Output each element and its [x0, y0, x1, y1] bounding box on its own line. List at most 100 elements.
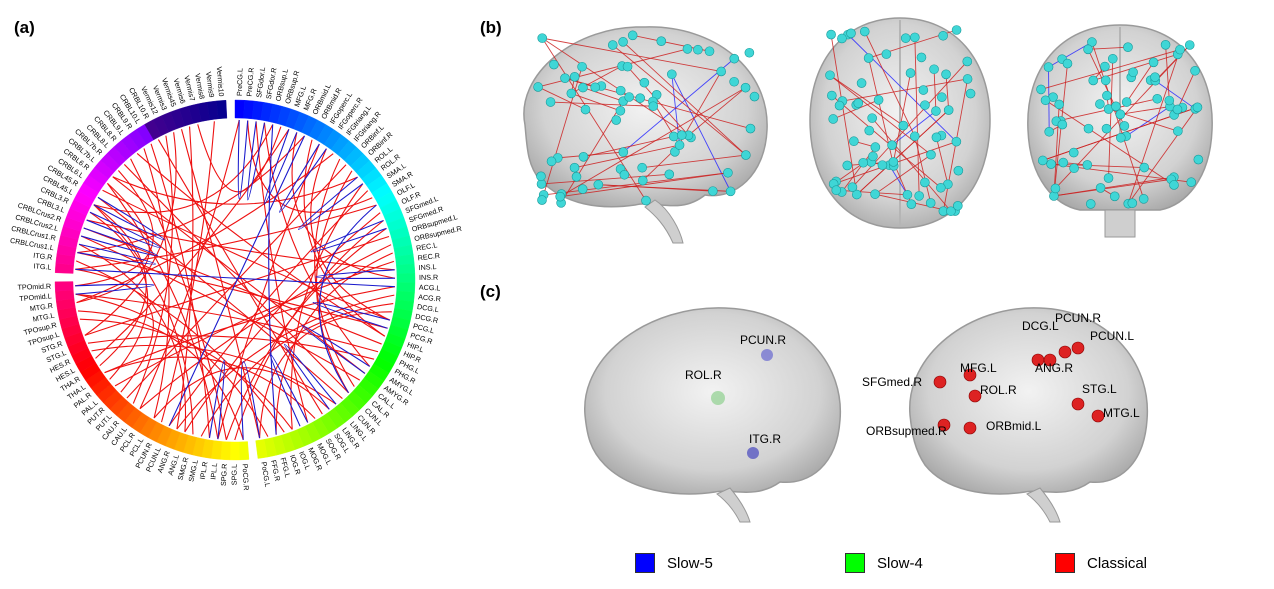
node-brainB1-39	[546, 156, 557, 167]
link-red-60	[130, 158, 227, 440]
node-brainB3-47	[1150, 72, 1160, 82]
link-red-8	[112, 176, 358, 205]
node-brainB1-23	[577, 61, 587, 72]
node-brainB2-21	[853, 98, 864, 108]
node-brainB1-33	[577, 184, 588, 194]
node-brainB2-5	[863, 53, 874, 63]
node-brainB3-12	[1083, 44, 1093, 55]
node-brainB1-19	[729, 76, 739, 87]
link-red-54	[314, 158, 355, 387]
node-brainB2-46	[888, 157, 899, 167]
node-brainB3-58	[1175, 44, 1185, 55]
region-label-59: SPG.R	[219, 463, 229, 486]
node-c-1	[1058, 345, 1072, 359]
node-brainB3-10	[1115, 109, 1126, 120]
link-blue-7	[312, 301, 391, 329]
node-brainB2-22	[914, 191, 924, 201]
edge-brainB3-10	[1120, 106, 1171, 115]
node-itg-r	[747, 447, 759, 459]
link-red-33	[114, 260, 395, 387]
link-red-18	[136, 152, 386, 337]
region-label-85: MTG.R	[29, 301, 53, 313]
node-brainB3-16	[1103, 173, 1114, 183]
link-red-37	[77, 310, 244, 440]
node-brainB3-63	[1082, 160, 1093, 170]
region-label-31: ACG.R	[418, 292, 442, 303]
link-red-40	[197, 124, 282, 193]
node-brainB2-33	[953, 165, 964, 176]
region-label-60: IPL.L	[208, 462, 219, 480]
edge-brainB1-28	[688, 87, 746, 136]
node-brainB1-17	[749, 91, 760, 102]
node-brainB1-58	[741, 150, 751, 160]
node-brainB3-69	[1190, 65, 1200, 76]
node-brainB3-60	[1186, 177, 1197, 188]
node-brainB1-2	[729, 53, 740, 64]
node-brainB1-56	[607, 40, 618, 50]
node-brainB2-15	[920, 177, 930, 188]
edge-brainB3-52	[1126, 62, 1154, 103]
link-red-47	[75, 293, 269, 437]
node-brainB2-31	[877, 160, 888, 170]
link-red-58	[97, 196, 343, 400]
node-brainB1-1	[545, 97, 556, 107]
node-c-6	[968, 389, 982, 403]
node-c-3	[963, 368, 977, 382]
node-brainB2-66	[951, 25, 962, 35]
node-brainB3-52	[1121, 97, 1132, 107]
node-brainB3-31	[1128, 67, 1138, 78]
legend-label-classical: Classical	[1087, 554, 1148, 572]
node-brainB1-31	[566, 88, 577, 99]
edge-brainB1-38	[550, 101, 654, 107]
link-blue-19	[318, 204, 377, 394]
link-red-65	[75, 170, 154, 287]
edge-brainB3-54	[1088, 46, 1129, 50]
node-brainB3-37	[1095, 183, 1106, 193]
node-brainB3-20	[1054, 99, 1064, 110]
node-brainB3-17	[1160, 39, 1171, 50]
link-red-27	[78, 243, 187, 432]
node-brainB2-49	[916, 52, 927, 63]
region-label-28: INS.L	[418, 262, 437, 272]
ring-segment-29	[396, 273, 416, 283]
region-label-0: PreCG.L	[235, 68, 245, 96]
link-blue-3	[278, 143, 327, 213]
node-brainB1-65	[560, 73, 570, 83]
node-brainB1-12	[622, 61, 633, 72]
label-c-6: ROL.R	[980, 383, 1017, 397]
legend-swatch-classical	[1055, 553, 1075, 573]
node-brainB1-69	[635, 93, 645, 103]
node-brainB1-30	[590, 82, 601, 93]
panel-label-a: (a)	[14, 18, 35, 37]
edge-brainB2-48	[864, 31, 916, 137]
node-brainB3-8	[1044, 126, 1054, 137]
edge-brainB1-62	[582, 87, 624, 102]
node-brainB3-56	[1102, 90, 1112, 101]
node-c-8	[1091, 409, 1105, 423]
node-brainB1-49	[627, 30, 638, 41]
edge-brainB1-46	[541, 66, 583, 201]
link-red-45	[112, 176, 366, 374]
link-red-43	[139, 244, 392, 410]
link-red-30	[303, 139, 386, 337]
legend-slow4: Slow-4	[845, 553, 923, 573]
node-brainB3-55	[1069, 163, 1079, 174]
node-brainB2-47	[856, 78, 867, 88]
node-brainB1-38	[648, 101, 659, 112]
edge-brainB3-48	[1040, 49, 1181, 90]
region-label-2: SFGdor.L	[254, 66, 267, 98]
node-c-2	[1071, 341, 1085, 355]
node-brainB2-26	[902, 189, 913, 200]
node-c-4	[1043, 353, 1057, 367]
ring-segment-58	[229, 441, 240, 461]
ring-segment-30	[396, 282, 416, 293]
node-brainB1-7	[639, 77, 650, 88]
link-red-59	[75, 260, 285, 433]
region-label-87: TPOmid.R	[17, 282, 51, 292]
link-blue-2	[263, 129, 298, 205]
edge-brainB3-36	[1165, 44, 1170, 101]
node-brainB1-62	[578, 82, 588, 93]
node-brainB2-14	[867, 113, 877, 123]
